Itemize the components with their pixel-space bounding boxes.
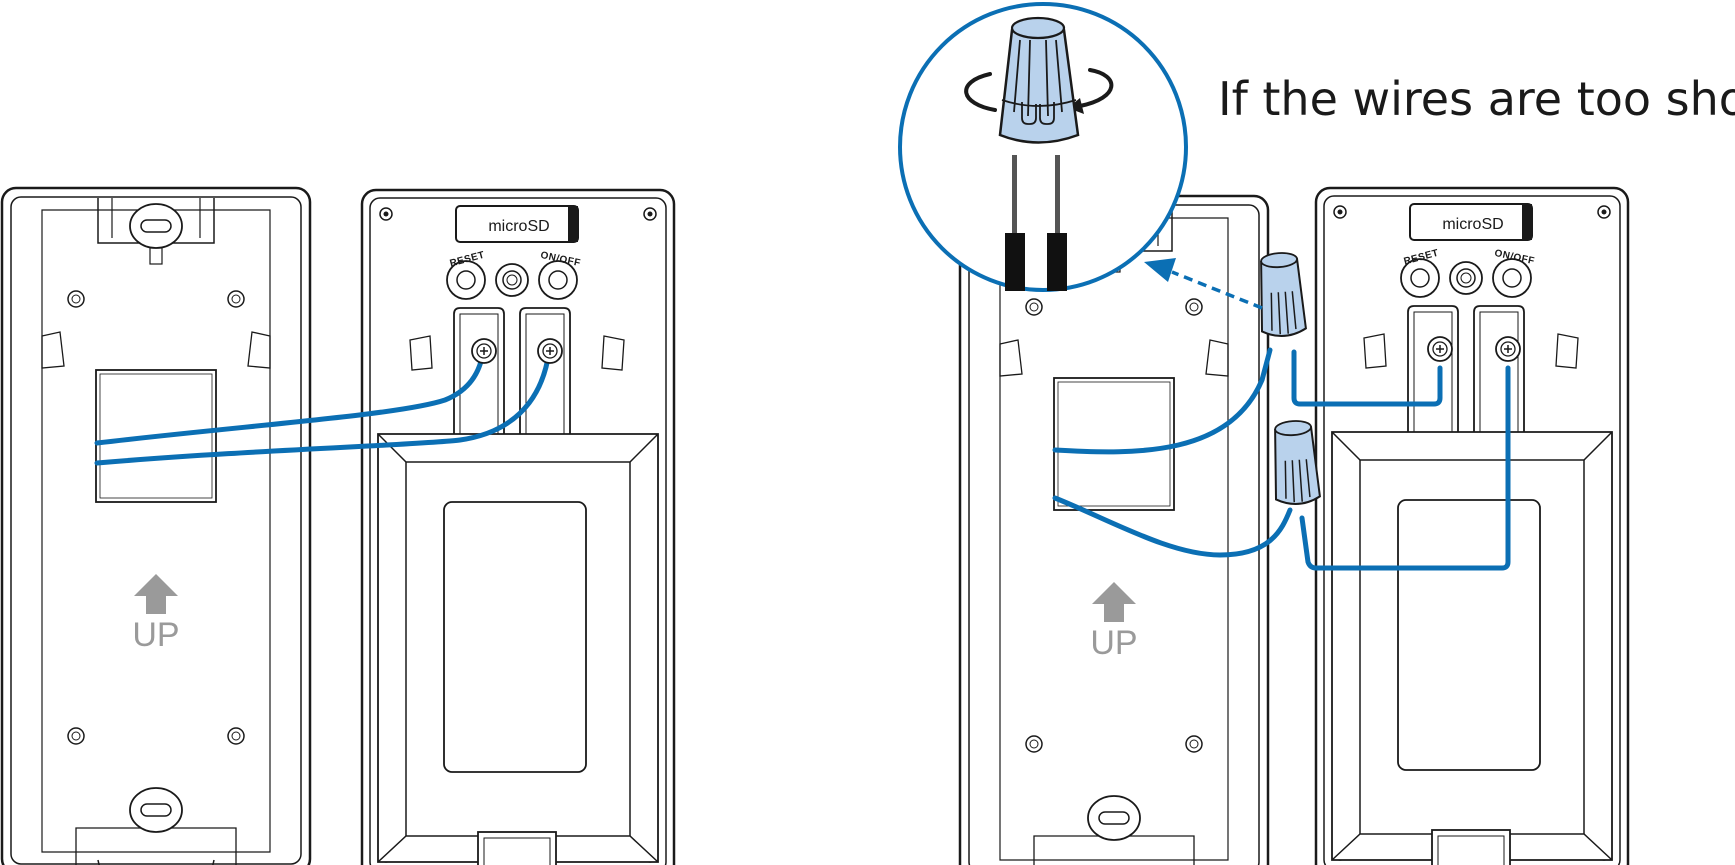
right-up-label: UP bbox=[1090, 624, 1137, 662]
right-wire-in-2 bbox=[1052, 495, 1293, 558]
left-wire-1 bbox=[94, 349, 486, 446]
rotate-arrow-icon bbox=[1078, 68, 1114, 108]
left-screw-terminal-icon bbox=[537, 338, 563, 364]
right-wire-ext-2 bbox=[1299, 365, 1511, 571]
left-camera-back bbox=[360, 188, 676, 865]
left-microsd-label: microSD bbox=[488, 218, 549, 235]
callout-wire-2 bbox=[1055, 155, 1060, 235]
right-camera-back bbox=[1314, 186, 1630, 865]
callout-insulation-2 bbox=[1047, 233, 1067, 291]
right-microsd-label: microSD bbox=[1442, 216, 1503, 233]
magnified-callout bbox=[898, 2, 1188, 292]
left-wire-2 bbox=[94, 349, 552, 466]
wire-nut-icon bbox=[1269, 418, 1322, 507]
wire-nut-icon bbox=[1255, 250, 1308, 339]
right-screw-terminal-icon bbox=[1427, 336, 1453, 362]
rotate-arrow-icon bbox=[964, 72, 997, 112]
rotate-arrowhead-icon bbox=[1068, 98, 1084, 114]
callout-pointer bbox=[1171, 270, 1263, 310]
right-assembly: UP microSD RESET ON/OFF bbox=[958, 186, 1630, 865]
left-assembly: UP microSD RESET ON/OFF bbox=[0, 186, 676, 865]
left-screw-terminal-icon bbox=[471, 338, 497, 364]
right-wire-in-1 bbox=[1052, 347, 1273, 455]
wire-nut-icon bbox=[998, 16, 1080, 144]
instruction-caption: If the wires are too short: bbox=[1218, 72, 1735, 126]
right-wire-ext-1 bbox=[1291, 349, 1443, 407]
right-screw-terminal-icon bbox=[1495, 336, 1521, 362]
callout-insulation-1 bbox=[1005, 233, 1025, 291]
right-mounting-bracket bbox=[958, 194, 1270, 865]
callout-arrowhead-icon bbox=[1144, 258, 1176, 282]
left-up-label: UP bbox=[132, 616, 179, 654]
left-mounting-bracket bbox=[0, 186, 312, 865]
callout-wire-1 bbox=[1012, 155, 1017, 235]
